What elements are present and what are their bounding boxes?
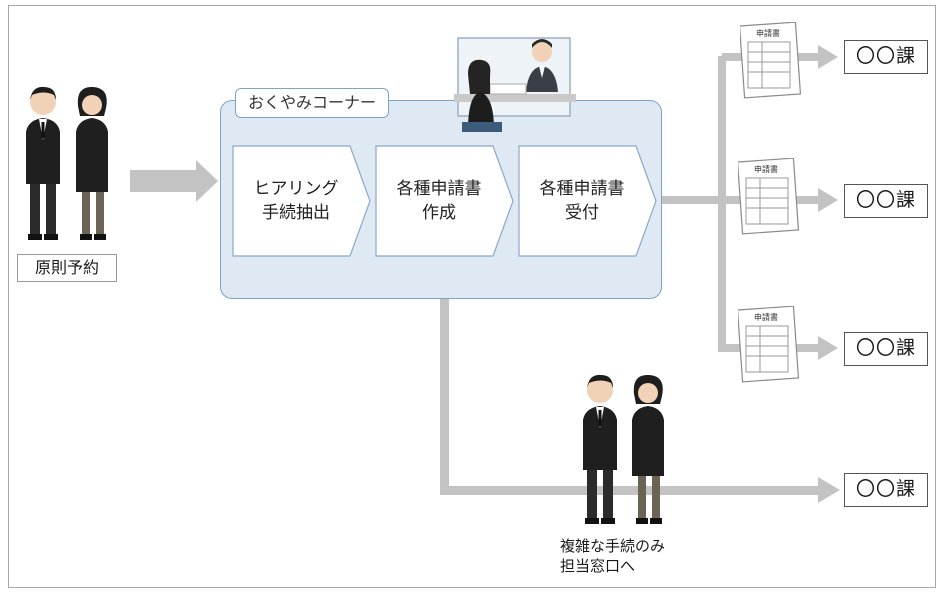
visitors-couple-icon <box>26 86 108 240</box>
department-box-2: 〇〇課 <box>844 184 928 218</box>
step-chevron <box>375 145 514 257</box>
step-label: 各種申請書 作成 <box>396 179 482 223</box>
department-box-1: 〇〇課 <box>844 40 928 74</box>
step-chevron <box>518 145 657 257</box>
branch-arrow-1 <box>818 45 838 69</box>
branch-arrow-2 <box>818 188 838 212</box>
step-accept-forms: 各種申請書 受付 <box>518 145 658 257</box>
step-create-forms: 各種申請書 作成 <box>375 145 515 257</box>
application-form-icon: 申請書 <box>738 306 800 383</box>
form-caption: 申請書 <box>754 164 778 174</box>
step-label: ヒアリング 手続抽出 <box>253 179 339 223</box>
department-box-3: 〇〇課 <box>844 332 928 366</box>
application-form-icon: 申請書 <box>738 158 800 235</box>
step-label: 各種申請書 受付 <box>539 179 625 223</box>
form-caption: 申請書 <box>756 28 780 38</box>
complex-route-line <box>440 486 822 495</box>
okuyami-corner-title: おくやみコーナー <box>235 88 390 118</box>
application-form-icon: 申請書 <box>740 22 802 99</box>
exit-line <box>660 196 722 204</box>
branch-arrow-3 <box>818 336 838 360</box>
complex-route-arrow <box>818 477 840 503</box>
service-counter-icon <box>454 37 576 132</box>
form-caption: 申請書 <box>754 312 778 322</box>
complex-procedure-couple-icon <box>583 374 664 524</box>
reservation-label: 原則予約 <box>17 254 117 282</box>
complex-drop-line <box>440 298 449 494</box>
entry-arrow <box>130 160 218 202</box>
department-box-4: 〇〇課 <box>844 473 928 507</box>
complex-procedure-note: 複雑な手続のみ 担当窓口へ <box>560 537 666 575</box>
step-hearing: ヒアリング 手続抽出 <box>232 145 372 257</box>
step-chevron <box>232 145 371 257</box>
